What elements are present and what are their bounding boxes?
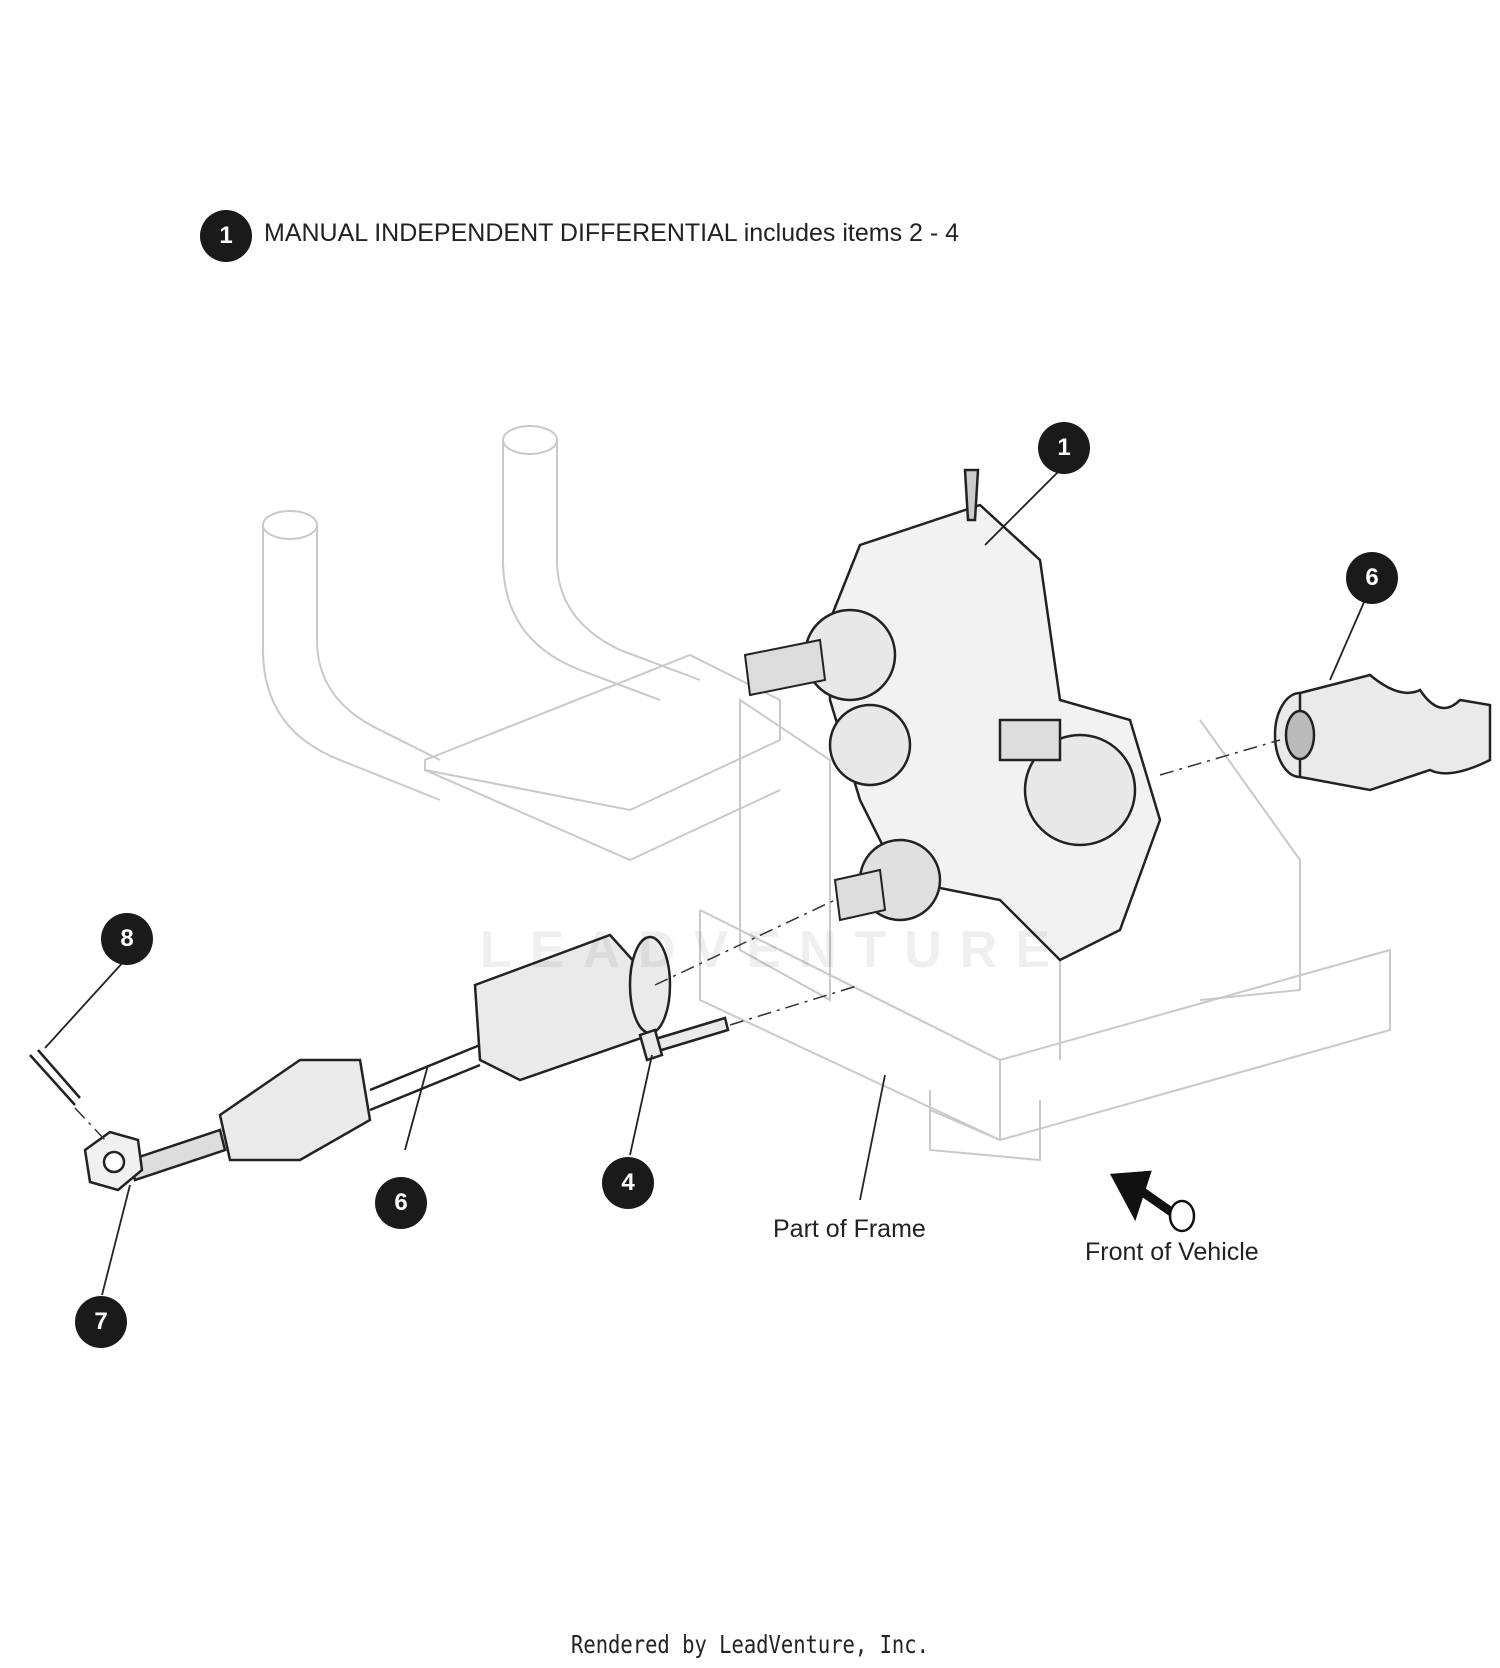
legend-badge: 1 xyxy=(200,210,252,262)
right-cv-boot xyxy=(1273,673,1492,792)
front-arrow-icon xyxy=(1109,1170,1196,1233)
callout-6-right: 6 xyxy=(1346,552,1398,604)
differential-housing xyxy=(803,468,1162,962)
callout-8: 8 xyxy=(101,913,153,965)
bolt xyxy=(638,1016,730,1062)
legend-text: MANUAL INDEPENDENT DIFFERENTIAL includes… xyxy=(264,219,960,247)
callout-4: 4 xyxy=(602,1157,654,1209)
leader-lines xyxy=(44,469,1366,1296)
left-cv-axle xyxy=(128,933,672,1182)
callout-1: 1 xyxy=(1038,422,1090,474)
watermark: LEADVENTURE xyxy=(480,921,1069,979)
part-of-frame-label: Part of Frame xyxy=(773,1215,926,1243)
frame-outline xyxy=(262,425,1391,1162)
alignment-lines xyxy=(74,739,1281,1141)
front-of-vehicle-label: Front of Vehicle xyxy=(1085,1238,1259,1266)
footer-credit: Rendered by LeadVenture, Inc. xyxy=(571,1630,929,1659)
callout-6-left: 6 xyxy=(375,1177,427,1229)
callout-7: 7 xyxy=(75,1296,127,1348)
cotter-pin xyxy=(29,1049,81,1106)
output-splines xyxy=(743,638,887,922)
castle-nut xyxy=(83,1130,144,1192)
